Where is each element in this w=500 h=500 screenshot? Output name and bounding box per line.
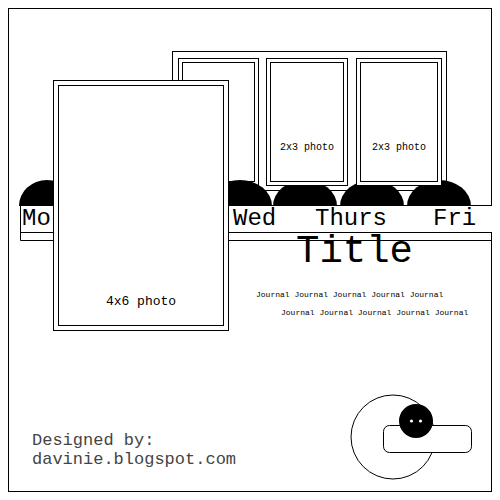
photo-frame: 4x6 photo	[53, 80, 229, 331]
credit-text: davinie.blogspot.com	[32, 451, 236, 468]
credit-text: Designed by:	[32, 432, 154, 449]
day-label: Fri	[433, 206, 476, 232]
photo-frame: 2x3 photo	[266, 58, 348, 186]
photo-label: 2x3 photo	[280, 143, 334, 153]
photo-frame: 2x3 photo	[356, 58, 442, 186]
page-border	[9, 9, 492, 492]
journal-line: Journal Journal Journal Journal Journal	[256, 291, 443, 299]
day-label: Wed	[233, 206, 276, 232]
page-title: Title	[296, 233, 413, 272]
photo-label: 4x6 photo	[106, 295, 176, 308]
journal-line: Journal Journal Journal Journal Journal	[281, 309, 468, 317]
day-label: Mo	[22, 206, 51, 232]
button	[399, 404, 433, 438]
photo-label: 2x3 photo	[372, 143, 426, 153]
button-hole	[419, 419, 422, 422]
button-hole	[410, 419, 413, 422]
button-embellishment	[351, 395, 472, 479]
day-label: Thurs	[315, 206, 387, 232]
